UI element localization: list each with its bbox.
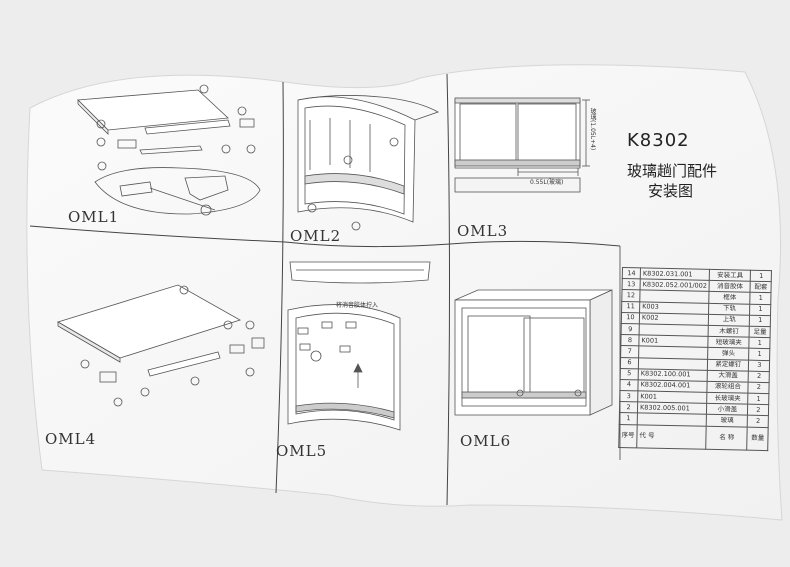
- cell-no: 10: [621, 312, 640, 324]
- cell-name: 滚轮组合: [707, 381, 749, 394]
- cell-no: 2: [619, 401, 638, 414]
- oml5-drawing: [287, 261, 431, 431]
- document-subtitle: 安装图: [648, 182, 694, 200]
- cell-no: 11: [621, 301, 640, 313]
- header-qty: 数量: [747, 426, 769, 451]
- cell-qty: 2: [748, 370, 770, 383]
- panel-label-oml2: OML2: [290, 227, 342, 245]
- cell-no: 12: [621, 289, 641, 302]
- cell-qty: 2: [748, 382, 770, 394]
- cell-qty: 1: [749, 303, 772, 316]
- cell-qty: 1: [750, 292, 772, 305]
- cell-no: 3: [619, 390, 638, 403]
- cell-qty: 1: [748, 393, 770, 405]
- document-title: 玻璃趟门配件: [627, 162, 718, 180]
- cell-qty: 1: [748, 348, 771, 361]
- cell-no: 14: [622, 267, 641, 280]
- cell-qty: 3: [748, 359, 770, 372]
- cell-name: 短玻璃夹: [708, 336, 750, 349]
- oml2-drawing: [297, 95, 439, 231]
- cell-qty: 1: [750, 270, 772, 282]
- cell-no: 7: [620, 345, 639, 358]
- cell-name: 弹头: [707, 347, 750, 360]
- oml4-drawing: [57, 284, 265, 407]
- cell-name: 消音胶体: [709, 280, 751, 293]
- oml6-drawing: [454, 289, 613, 416]
- model-number: K8302: [627, 130, 690, 151]
- cell-name: 大滑盖: [707, 370, 749, 383]
- cell-name: 玻璃: [706, 414, 748, 427]
- oml3-dimension-label: 0.55L(玻璃): [530, 179, 564, 186]
- cell-name: 安装工具: [709, 269, 751, 282]
- panel-label-oml5: OML5: [276, 442, 328, 460]
- cell-name: 紧定螺钉: [707, 358, 749, 371]
- panel-label-oml6: OML6: [460, 432, 512, 450]
- cell-no: 9: [621, 323, 640, 335]
- parts-table-header: 序号 代 号 名 称 数量: [618, 424, 769, 451]
- panel-label-oml3: OML3: [457, 222, 509, 240]
- cell-name: 长玻璃夹: [707, 392, 749, 405]
- oml3-drawing: [454, 97, 590, 193]
- cell-no: 8: [620, 334, 640, 347]
- cell-name: 木螺钉: [708, 325, 750, 338]
- header-name: 名 称: [706, 425, 748, 450]
- cell-qty: 1: [749, 314, 771, 327]
- oml3-side-label: 玻璃(1.05L+4): [589, 108, 596, 151]
- cell-name: 小滑盖: [706, 403, 749, 416]
- cell-qty: 足量: [749, 326, 771, 338]
- cell-name: 框体: [709, 291, 751, 304]
- cell-name: 下轨: [708, 302, 751, 315]
- cell-qty: 2: [747, 404, 770, 417]
- cell-no: 1: [619, 412, 638, 425]
- cell-qty: 2: [747, 415, 769, 428]
- cell-no: 4: [619, 379, 639, 391]
- oml1-drawing: [77, 84, 261, 216]
- cell-qty: 1: [749, 337, 771, 349]
- cell-qty: 配套: [750, 281, 772, 294]
- panel-label-oml1: OML1: [68, 208, 120, 226]
- cell-no: 13: [622, 278, 641, 291]
- oml5-instruction: 将消音胶体拧入: [336, 302, 379, 309]
- header-code: 代 号: [636, 424, 707, 449]
- panel-label-oml4: OML4: [45, 430, 97, 448]
- cell-no: 5: [620, 368, 639, 380]
- header-no: 序号: [618, 424, 638, 448]
- cell-no: 6: [620, 356, 639, 369]
- cell-name: 上轨: [708, 314, 750, 327]
